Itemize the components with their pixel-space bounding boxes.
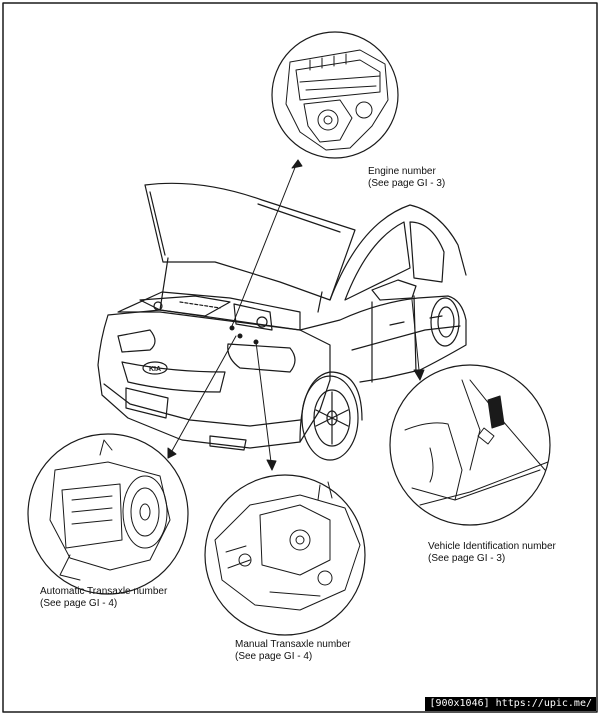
manual-transaxle-name: Manual Transaxle number <box>235 639 351 650</box>
vin-label: Vehicle Identification number (See page … <box>428 541 556 565</box>
body-side <box>299 295 467 383</box>
engine-number-name: Engine number <box>368 166 436 177</box>
engine-callout-circle <box>271 31 399 159</box>
front-grille <box>121 361 226 393</box>
vin-leader <box>411 299 421 381</box>
engine-bay <box>117 291 301 331</box>
headlight-left <box>117 329 156 353</box>
engine-detail <box>285 49 389 151</box>
vin-detail <box>404 379 549 506</box>
car-illustration: KIA <box>97 182 467 461</box>
vin-callout-circle <box>389 364 551 526</box>
license-plate <box>125 387 169 419</box>
manual-leader <box>255 341 273 471</box>
vin-name: Vehicle Identification number <box>428 541 556 552</box>
rear-side-window <box>409 221 445 283</box>
engine-leader <box>231 159 299 327</box>
kia-badge <box>142 361 168 375</box>
manual-transaxle-detail <box>214 481 361 611</box>
watermark: [900x1046] https://upic.me/ <box>425 697 596 711</box>
open-hood <box>144 182 356 301</box>
automatic-transaxle-callout-circle <box>27 433 189 595</box>
automatic-transaxle-name: Automatic Transaxle number <box>40 586 168 597</box>
fog-light <box>209 435 247 451</box>
automatic-leader <box>167 335 237 459</box>
automatic-transaxle-label: Automatic Transaxle number (See page GI … <box>40 586 167 610</box>
manual-transaxle-label: Manual Transaxle number (See page GI - 4… <box>235 639 351 663</box>
vin-ref: (See page GI - 3) <box>428 553 506 564</box>
manual-transaxle-callout-circle <box>204 474 366 636</box>
kia-badge-text: KIA <box>149 366 161 373</box>
automatic-transaxle-detail <box>49 439 171 581</box>
headlight-right <box>227 343 296 373</box>
side-mirror <box>371 279 417 301</box>
automatic-transaxle-ref: (See page GI - 4) <box>40 598 118 609</box>
automatic-arrowhead <box>167 447 177 459</box>
manual-transaxle-ref: (See page GI - 4) <box>235 651 313 662</box>
vin-arrowhead <box>413 369 425 381</box>
manual-arrowhead <box>266 459 277 471</box>
roof <box>329 204 467 301</box>
engine-number-label: Engine number (See page GI - 3) <box>368 166 445 190</box>
windshield <box>344 221 411 301</box>
front-body <box>97 309 331 449</box>
engine-arrowhead <box>291 159 303 169</box>
leader-lines <box>167 159 425 471</box>
front-wheel <box>301 375 359 461</box>
rear-wheel <box>430 297 460 347</box>
engine-number-ref: (See page GI - 3) <box>368 178 446 189</box>
